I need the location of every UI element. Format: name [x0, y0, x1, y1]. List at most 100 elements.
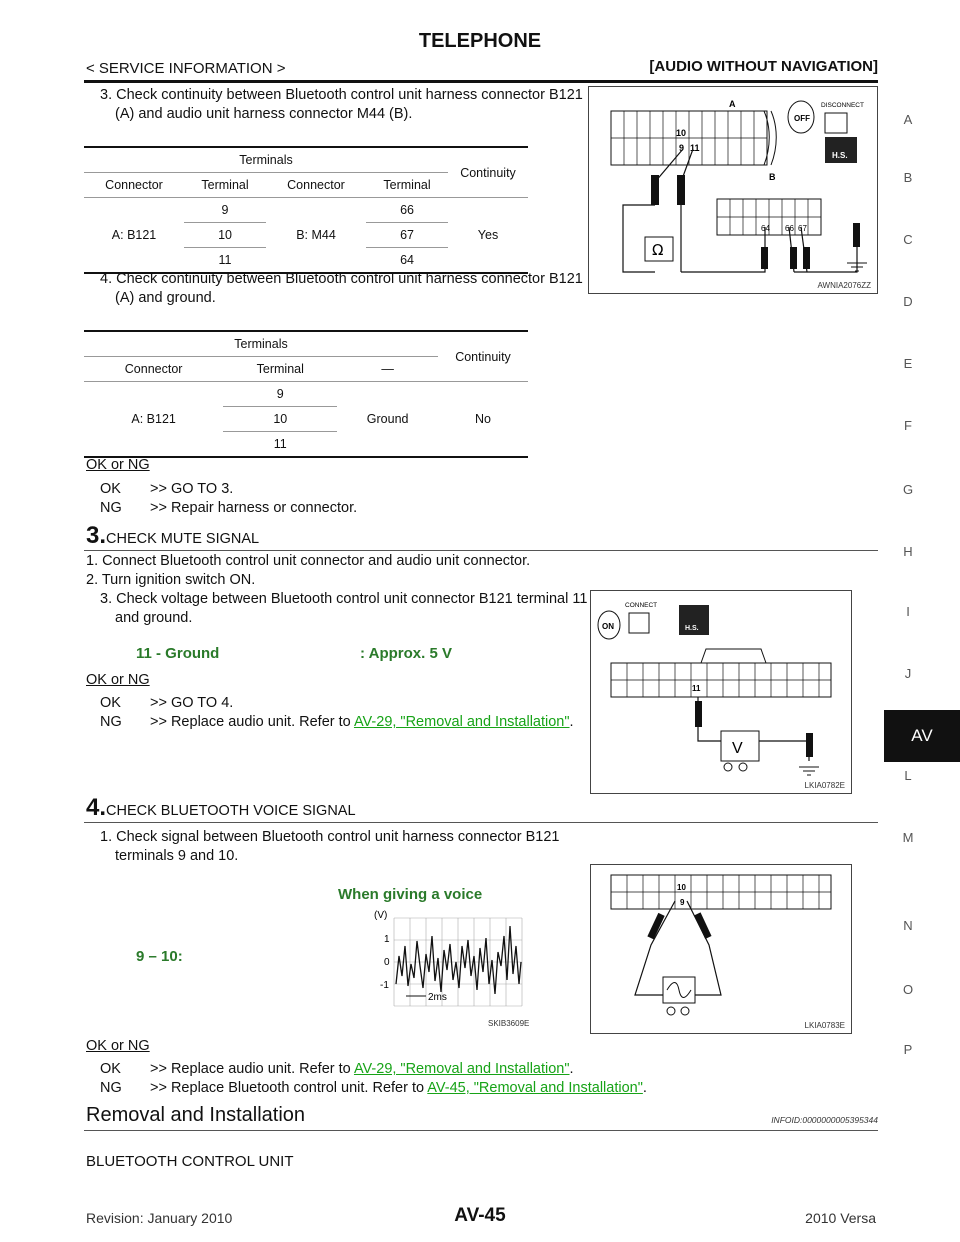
side-index-item[interactable]: L — [904, 768, 912, 783]
connect-label: CONNECT — [625, 602, 657, 609]
y-tick: -1 — [380, 980, 389, 991]
th-connector-2: Connector — [265, 172, 367, 198]
figure-mute-signal: ON CONNECT H.S. 11 V LKIA0782E — [590, 590, 852, 794]
th-continuity: Continuity — [448, 146, 528, 198]
step3-rule — [84, 550, 878, 551]
step3-item2: 2. Turn ignition switch ON. — [86, 572, 256, 588]
step3-item1: 1. Connect Bluetooth control unit connec… — [86, 553, 531, 569]
ref-link-av29[interactable]: AV-29, "Removal and Installation" — [353, 1061, 570, 1077]
ok-action: >> GO TO 3. — [150, 481, 234, 497]
step4-title: CHECK BLUETOOTH VOICE SIGNAL — [106, 803, 356, 819]
side-index-item[interactable]: D — [903, 294, 913, 309]
info-id: INFOID:0000000005395344 — [771, 1115, 878, 1125]
side-index-item[interactable]: M — [902, 830, 914, 845]
step3-title: CHECK MUTE SIGNAL — [106, 531, 260, 547]
side-index-item[interactable]: H — [903, 544, 913, 559]
side-index-item[interactable]: F — [904, 418, 912, 433]
connector-a-label: A — [729, 99, 736, 109]
step4-heading: 4.CHECK BLUETOOTH VOICE SIGNAL — [86, 794, 356, 822]
punct: . — [569, 1061, 574, 1077]
step2-item3: 3. Check continuity between Bluetooth co… — [100, 87, 583, 122]
ng-action: >> Repair harness or connector. — [150, 500, 358, 516]
th-terminals: Terminals — [84, 330, 438, 357]
probe-icon — [761, 247, 768, 269]
probe-icon — [677, 175, 685, 205]
footer-model: 2010 Versa — [805, 1210, 876, 1226]
ok-action-text: >> Replace audio unit. Refer to — [150, 1061, 351, 1077]
punct: . — [569, 714, 574, 730]
cell-conn: A: B121 — [84, 381, 224, 458]
ng-action-text: >> Replace audio unit. Refer to — [150, 714, 351, 730]
side-index-item[interactable]: B — [903, 170, 913, 185]
ok-action: >> Replace audio unit. Refer to AV-29, "… — [150, 1060, 574, 1079]
side-index-item[interactable]: A — [903, 112, 913, 127]
probe-icon — [806, 733, 813, 757]
y-tick: 0 — [384, 957, 390, 968]
probe-icon — [803, 247, 810, 269]
side-index-active-tab[interactable]: AV — [884, 710, 960, 762]
step4-item1: 1. Check signal between Bluetooth contro… — [100, 829, 560, 864]
connector-connect-icon — [628, 612, 650, 634]
side-index-item[interactable]: G — [902, 482, 914, 497]
ok-or-ng-label: OK or NG — [86, 672, 150, 688]
step4-number: 4. — [86, 794, 107, 821]
side-index-item[interactable]: N — [903, 918, 913, 933]
side-index-item[interactable]: C — [903, 232, 913, 247]
connector-b-label: B — [769, 172, 776, 182]
ng-label: NG — [100, 714, 122, 730]
probe-icon — [694, 912, 712, 939]
side-index-item[interactable]: E — [903, 356, 913, 371]
th-terminal: Terminal — [184, 172, 266, 198]
ok-label: OK — [100, 1061, 121, 1077]
voltmeter-icon — [720, 730, 760, 762]
cell-conn-a: A: B121 — [84, 197, 185, 274]
step4-rule — [84, 822, 878, 823]
voltage-diagram: ON CONNECT H.S. 11 V — [597, 602, 832, 776]
sine-wave-icon — [666, 982, 692, 998]
spec-value: : Approx. 5 V — [360, 645, 452, 662]
side-index-item[interactable]: P — [903, 1042, 913, 1057]
pin-label: 10 — [677, 883, 686, 892]
probe-icon — [853, 223, 860, 247]
cell-b-term: 64 — [366, 247, 448, 274]
pin-label: 11 — [690, 143, 700, 153]
positive-terminal-icon — [723, 762, 733, 772]
cell-ground: Ground — [337, 381, 438, 458]
step3-heading: 3.CHECK MUTE SIGNAL — [86, 522, 259, 550]
side-index-item[interactable]: J — [904, 666, 912, 681]
side-index-item[interactable]: I — [906, 604, 910, 619]
ng-action: >> Replace audio unit. Refer to AV-29, "… — [150, 713, 580, 732]
terminals-label: 9 – 10: — [136, 948, 183, 965]
ref-link-av45[interactable]: AV-45, "Removal and Installation" — [427, 1080, 643, 1096]
oscilloscope-icon — [662, 976, 696, 1004]
harness-side-icon — [679, 605, 709, 635]
ok-label: OK — [100, 695, 121, 711]
cell-term: 11 — [223, 431, 338, 458]
continuity-table-2: Terminals Continuity Connector Terminal … — [84, 330, 528, 458]
figure-id: LKIA0782E — [804, 781, 845, 790]
negative-terminal-icon — [738, 762, 748, 772]
th-connector: Connector — [84, 356, 224, 382]
pin-label: 9 — [680, 898, 685, 907]
figure-continuity-check: A 10 9 11 OFF DISCONNECT H.S. B — [588, 86, 878, 294]
removal-subtitle: BLUETOOTH CONTROL UNIT — [86, 1153, 294, 1170]
y-unit: (V) — [374, 910, 387, 921]
page-title: TELEPHONE — [418, 30, 542, 52]
cell-a-term: 9 — [184, 197, 266, 223]
probe-icon — [647, 912, 665, 940]
context-label: [AUDIO WITHOUT NAVIGATION] — [649, 58, 878, 75]
removal-rule — [84, 1130, 878, 1131]
oscilloscope-graph: (V) 1 0 -1 2ms — [366, 906, 532, 1030]
on-label: ON — [602, 622, 614, 631]
probe-icon — [695, 701, 702, 727]
figure-id: LKIA0783E — [804, 1021, 845, 1030]
signal-diagram: 10 9 — [610, 874, 832, 1016]
removal-title: Removal and Installation — [86, 1104, 306, 1126]
step2-item4: 4. Check continuity between Bluetooth co… — [100, 271, 583, 306]
side-index-item[interactable]: O — [902, 982, 914, 997]
pin-label: 67 — [798, 224, 807, 233]
ok-action: >> GO TO 4. — [150, 695, 234, 711]
disconnect-label: DISCONNECT — [821, 102, 864, 109]
ref-link-av29[interactable]: AV-29, "Removal and Installation" — [353, 714, 570, 730]
th-dash: — — [337, 356, 438, 382]
